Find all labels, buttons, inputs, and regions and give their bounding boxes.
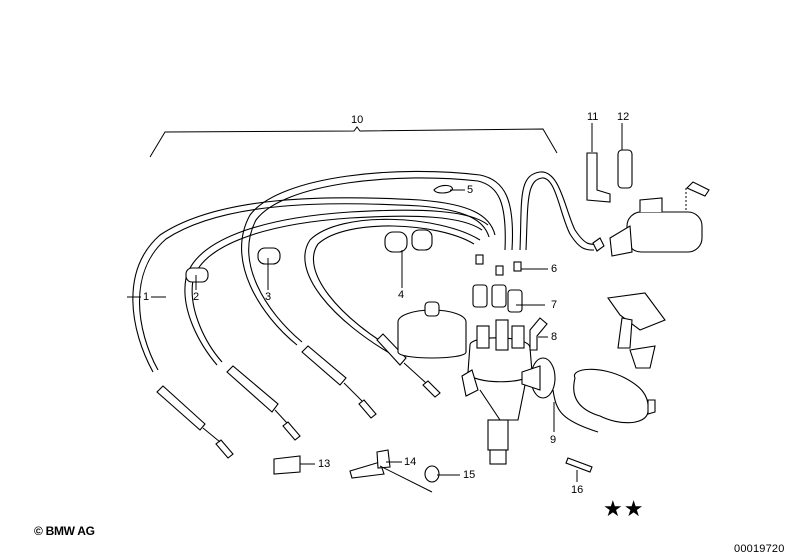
cable-3a [241, 170, 514, 346]
callout-8: 8 [551, 331, 558, 343]
boots-6-7 [472, 254, 548, 351]
marker-stars: ★★ [603, 496, 645, 521]
callout-16: 16 [571, 484, 584, 496]
cable-4a [304, 218, 481, 359]
cable-2a [184, 209, 489, 366]
callout-14: 14 [404, 456, 417, 468]
callout-4: 4 [398, 289, 405, 301]
callout-3: 3 [265, 291, 272, 303]
cable-holder-12 [617, 123, 633, 189]
distributor [461, 319, 556, 465]
callout-9: 9 [550, 434, 557, 446]
cable-4b [312, 225, 475, 355]
leader-lines [127, 189, 555, 476]
callout-10: 10 [351, 114, 364, 126]
callout-7: 7 [551, 299, 558, 311]
cable-1a [132, 197, 496, 373]
cable-sleeves [185, 184, 453, 283]
bottom-parts [273, 449, 593, 493]
callout-5: 5 [467, 184, 474, 196]
coil-cable-b [525, 177, 595, 251]
callout-1: 1 [143, 291, 150, 303]
callout-12: 12 [617, 111, 630, 123]
callout-15: 15 [463, 469, 476, 481]
bracket-11 [586, 123, 611, 203]
callout-2: 2 [193, 291, 200, 303]
cable-1b [139, 203, 490, 371]
vacuum-unit-cover [552, 368, 656, 433]
coil-cable-a [519, 171, 598, 251]
callout-11: 11 [587, 111, 599, 123]
copyright-notice: © BMW AG [34, 524, 95, 538]
document-id: 00019720 [734, 543, 785, 555]
cable-3b [248, 177, 506, 343]
group-bracket-10 [149, 126, 558, 158]
cable-2b [191, 215, 483, 363]
control-unit [607, 292, 666, 369]
ignition-coil [592, 181, 710, 257]
spark-plug-connectors [156, 333, 441, 459]
distributor-cap [397, 301, 467, 359]
callout-6: 6 [551, 263, 558, 275]
ignition-cables [132, 170, 598, 373]
callout-13: 13 [318, 458, 331, 470]
